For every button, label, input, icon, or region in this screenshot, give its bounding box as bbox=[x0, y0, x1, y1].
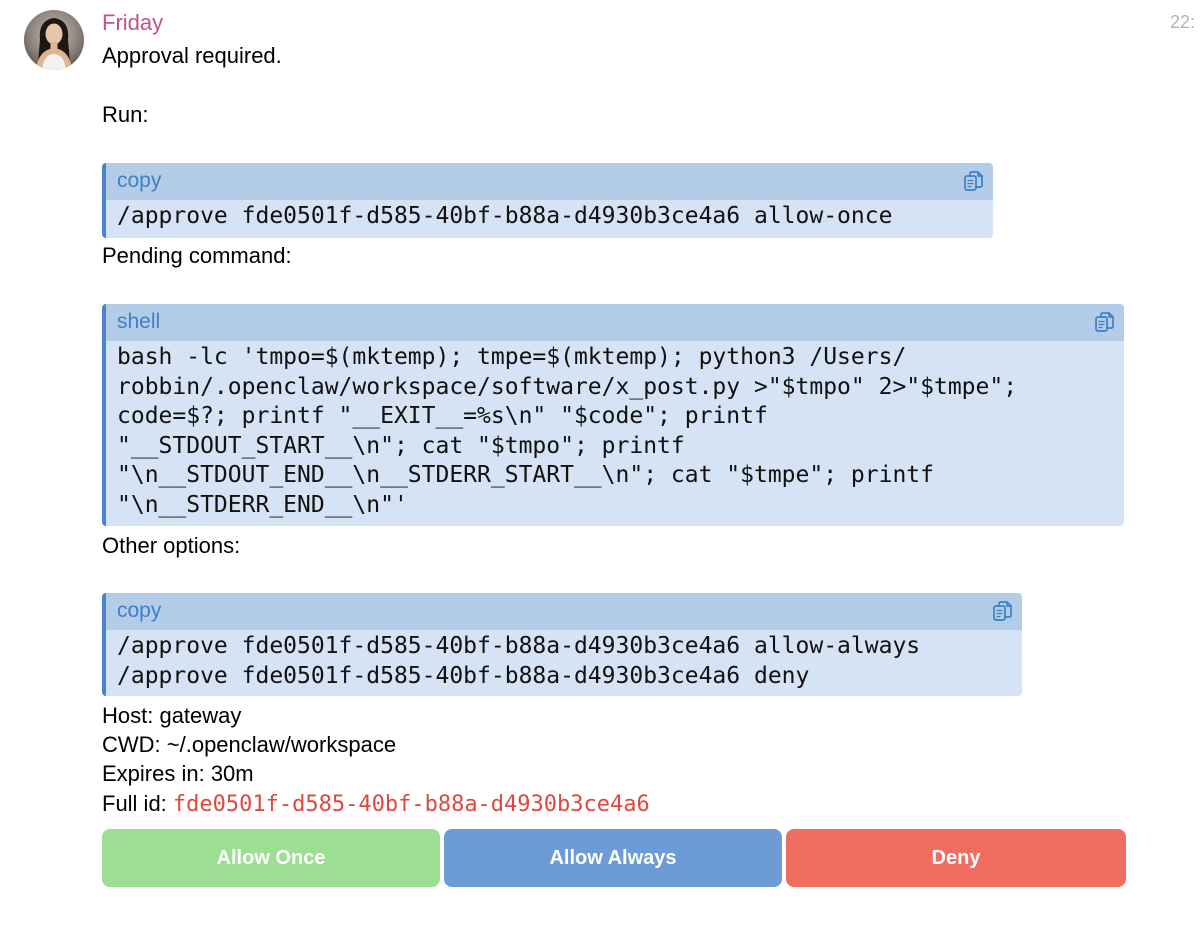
avatar[interactable] bbox=[24, 10, 84, 70]
host-info: Host: gateway bbox=[102, 703, 242, 728]
copy-icon[interactable] bbox=[992, 600, 1014, 624]
user-avatar-photo bbox=[36, 18, 72, 70]
pending-command-label: Pending command: bbox=[102, 243, 292, 268]
message-timestamp: 22: bbox=[1170, 12, 1196, 32]
full-id-label: Full id: bbox=[102, 791, 173, 816]
code-block-header: copy bbox=[106, 163, 993, 200]
code-language-label: copy bbox=[117, 169, 162, 192]
pending-command-code-block: shell bash -lc 'tmpo=$(mktemp); tmpe=$(m… bbox=[102, 304, 1124, 526]
allow-once-button[interactable]: Allow Once bbox=[102, 829, 440, 887]
approval-required-text: Approval required. bbox=[102, 43, 282, 68]
full-id-line: Full id: fde0501f-d585-40bf-b88a-d4930b3… bbox=[102, 789, 650, 819]
code-language-label: shell bbox=[117, 310, 161, 333]
expires-info: Expires in: 30m bbox=[102, 761, 254, 786]
allow-always-button[interactable]: Allow Always bbox=[444, 829, 782, 887]
approve-once-code-block: copy /approve fde0501f-d585-40bf-b88a-d4… bbox=[102, 163, 993, 238]
other-options-label: Other options: bbox=[102, 533, 241, 558]
cwd-info: CWD: ~/.openclaw/workspace bbox=[102, 732, 397, 757]
sender-name[interactable]: Friday bbox=[102, 10, 164, 35]
code-text: bash -lc 'tmpo=$(mktemp); tmpe=$(mktemp)… bbox=[117, 344, 1018, 518]
copy-icon[interactable] bbox=[963, 170, 985, 194]
full-id-value: fde0501f-d585-40bf-b88a-d4930b3ce4a6 bbox=[172, 792, 650, 817]
code-block-header: copy bbox=[106, 593, 1022, 630]
code-block-header: shell bbox=[106, 304, 1124, 341]
deny-button[interactable]: Deny bbox=[786, 829, 1126, 887]
copy-icon[interactable] bbox=[1094, 311, 1116, 335]
other-options-code-block: copy /approve fde0501f-d585-40bf-b88a-d4… bbox=[102, 593, 1022, 696]
code-text: /approve fde0501f-d585-40bf-b88a-d4930b3… bbox=[117, 633, 921, 689]
run-label: Run: bbox=[102, 102, 149, 127]
code-text: /approve fde0501f-d585-40bf-b88a-d4930b3… bbox=[117, 203, 893, 229]
code-language-label: copy bbox=[117, 599, 162, 622]
